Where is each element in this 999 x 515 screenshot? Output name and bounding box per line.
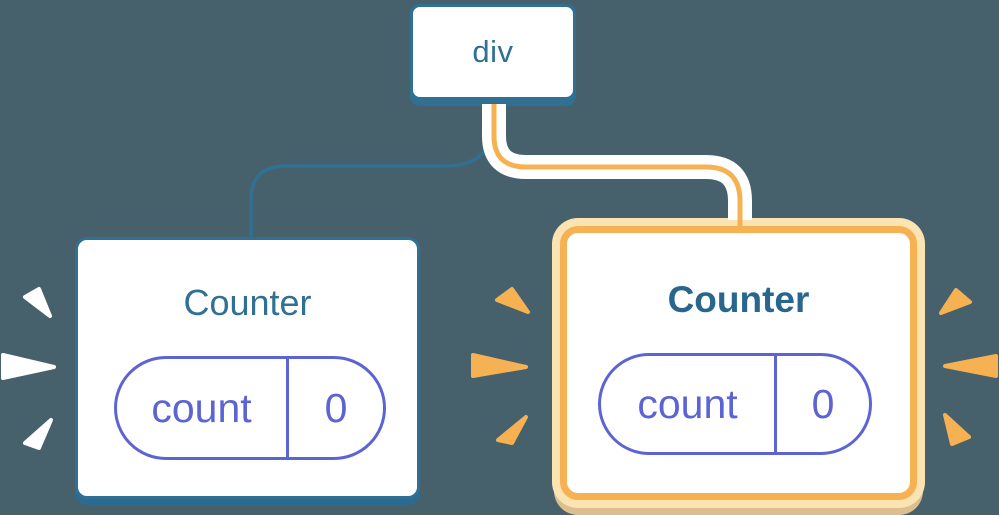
sparkle-icon [943,354,998,378]
counter-title-left: Counter [183,282,312,323]
sparkle-icon [495,287,530,314]
sparkle-burst-white [1,287,56,450]
edge-div-to-left-counter [249,104,495,239]
sparkle-icon [471,353,528,378]
sparkle-icon [1,353,56,380]
sparkle-burst-orange-right [939,288,998,446]
state-key-label: count [637,380,738,427]
state-pill-value-cell: 0 [289,359,383,457]
sparkle-icon [496,415,528,445]
edge-div-to-right-counter-casing [482,104,752,220]
sparkle-icon [23,418,53,450]
state-key-label: count [151,384,252,431]
sparkle-burst-orange-left [471,287,530,445]
counter-card-left: Counter count 0 [75,237,420,499]
edge-div-to-right-counter [491,104,743,233]
tree-node-div-label: div [472,34,514,69]
state-value: 0 [324,384,348,431]
counter-title-right: Counter [667,279,810,320]
state-pill-value-cell: 0 [777,356,869,452]
sparkle-icon [23,287,52,318]
counter-card-right-highlighted: Counter count 0 [560,226,917,500]
state-pill-key-cell: count [601,356,777,452]
state-pill-right: count 0 [598,353,872,455]
state-pill-key-cell: count [117,359,289,457]
sparkle-icon [939,288,972,315]
state-value: 0 [811,380,835,427]
state-pill-left: count 0 [114,356,386,460]
tree-node-div: div [410,4,576,100]
sparkle-icon [943,413,971,446]
